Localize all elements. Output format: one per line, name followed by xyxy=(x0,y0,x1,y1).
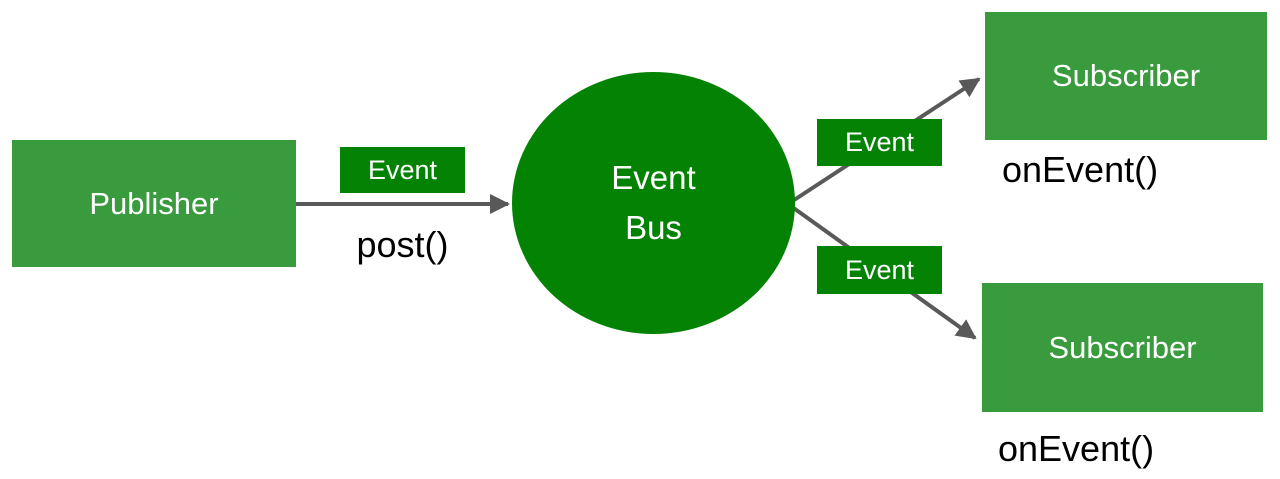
event-edge-label-publish: Event xyxy=(340,147,465,193)
subscriber-1-label: Subscriber xyxy=(1051,58,1201,93)
subscriber-2-label: Subscriber xyxy=(1048,329,1197,365)
subscriber-node-2: Subscriber xyxy=(982,283,1263,412)
post-method-caption: post() xyxy=(356,224,449,265)
publisher-label: Publisher xyxy=(89,185,219,221)
event-edge-label-subscriber-1: Event xyxy=(817,119,942,166)
subscriber-node-1: Subscriber xyxy=(985,12,1267,140)
event-bus-label-line1: Event xyxy=(611,158,696,196)
event-edge-label-subscriber-2: Event xyxy=(817,246,942,294)
onevent-method-caption-2: onEvent() xyxy=(998,428,1155,469)
publisher-node: Publisher xyxy=(12,140,296,267)
event-bus-node: Event Bus xyxy=(512,72,795,334)
onevent-method-caption-1: onEvent() xyxy=(1002,149,1159,190)
event-bus-label-line2: Bus xyxy=(625,209,682,246)
